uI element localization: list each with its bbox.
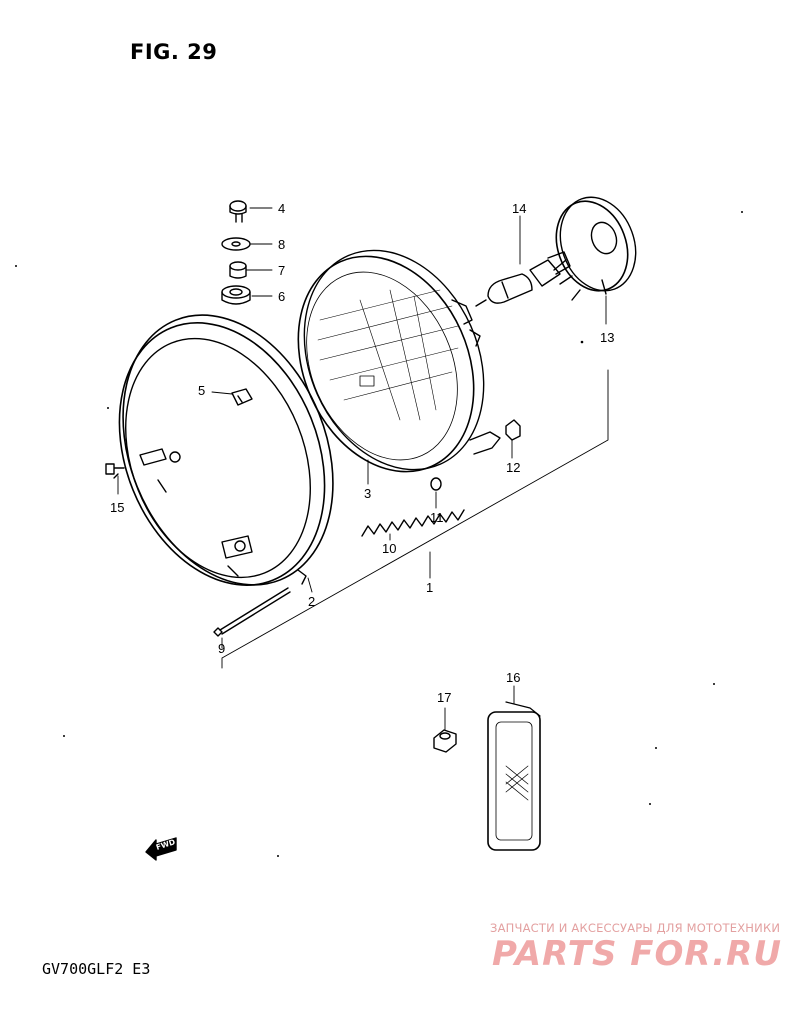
callout-3: 3 <box>364 486 371 501</box>
nut-part-11 <box>430 477 442 491</box>
callout-16: 16 <box>506 670 520 685</box>
leader-lines <box>117 207 609 731</box>
nut-part-12 <box>505 419 521 441</box>
figure-title: FIG. 29 <box>130 40 218 64</box>
spring-part-10 <box>361 509 465 537</box>
callout-17: 17 <box>437 690 451 705</box>
headlight-housing-rim <box>105 314 334 586</box>
nut-part-17 <box>433 729 457 753</box>
reflector-part-16 <box>487 701 541 851</box>
callout-11: 11 <box>430 510 444 525</box>
callout-9: 9 <box>218 641 225 656</box>
watermark-tagline: ЗАПЧАСТИ И АКСЕССУАРЫ ДЛЯ МОТОТЕХНИКИ <box>490 921 781 935</box>
bulb-socket-part-13 <box>553 196 637 301</box>
screw-part-15 <box>105 463 125 475</box>
adjusting-screw-part-9 <box>213 587 291 637</box>
callout-6: 6 <box>278 289 285 304</box>
headlight-bulb-part-14 <box>475 251 571 307</box>
callout-15: 15 <box>110 500 124 515</box>
model-code: GV700GLF2 E3 <box>42 960 151 978</box>
scan-specks <box>15 211 743 857</box>
callout-14: 14 <box>512 201 526 216</box>
watermark-logo: PARTS FOR.RU <box>492 934 782 974</box>
callout-4: 4 <box>278 201 285 216</box>
forward-direction-arrow-icon <box>145 837 177 861</box>
clip-part-5 <box>231 388 253 406</box>
callout-10: 10 <box>382 541 396 556</box>
callout-1: 1 <box>426 580 433 595</box>
callout-2: 2 <box>308 594 315 609</box>
callout-8: 8 <box>278 237 285 252</box>
callout-13: 13 <box>600 330 614 345</box>
callout-12: 12 <box>506 460 520 475</box>
mounting-hardware-stack <box>221 200 251 305</box>
sealed-beam-unit <box>297 249 501 473</box>
callout-5: 5 <box>198 383 205 398</box>
callout-7: 7 <box>278 263 285 278</box>
